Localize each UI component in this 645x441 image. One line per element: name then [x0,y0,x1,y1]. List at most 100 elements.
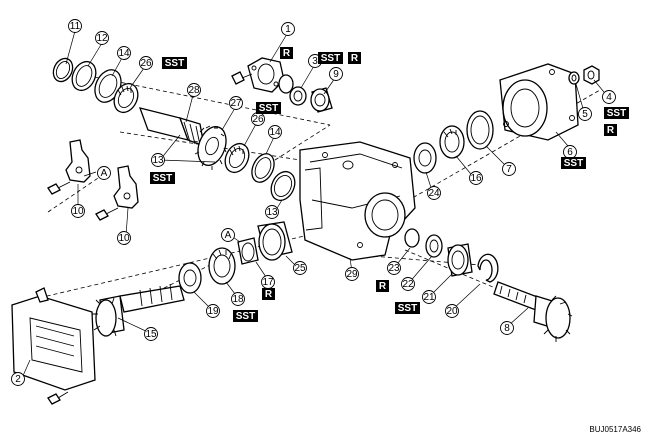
ref-mark-a1: A [101,168,108,179]
callout-circle-p9 [329,67,343,81]
callout-circle-p22 [401,277,415,291]
callout-number-p14b: 14 [269,127,281,138]
callout-circle-p10b [117,231,131,245]
callout-number-p25: 25 [294,263,306,274]
part-bearing-26-upper [113,82,139,114]
tag-box-r_17 [262,288,275,300]
part-bearing-race-14-lower [251,153,275,183]
callout-number-p2: 2 [15,374,21,385]
tag-r_4: R [607,125,615,136]
tag-r_1: R [283,48,291,59]
callout-number-p8: 8 [504,323,510,334]
callout-circle-p23 [387,261,401,275]
callout-number-p23: 23 [388,263,400,274]
part-bearing-18 [208,247,236,285]
part-bearing-26-lower [224,142,250,174]
callout-circle-p15 [144,327,158,341]
part-shim-12 [71,60,97,92]
part-bearing-16 [439,125,465,159]
callout-circle-p20 [445,304,459,318]
callout-circle-p14a [117,46,131,60]
callout-circle-p10a [71,204,85,218]
part-snap-ring-11 [52,57,74,83]
callout-number-p18: 18 [232,294,244,305]
tag-box-sst_1 [256,102,281,114]
callout-number-p5: 5 [582,109,588,120]
part-bracket-10-upper [47,139,91,195]
part-washer-19 [178,262,202,294]
tag-box-r_22 [376,280,389,292]
callout-number-p1: 1 [285,24,291,35]
part-housing-29 [299,141,416,261]
callout-circle-p29 [345,267,359,281]
callout-number-p28: 28 [188,85,200,96]
part-bearing-24 [413,142,437,174]
tag-sst_6: SST [564,158,583,169]
tag-box-sst_13 [150,172,175,184]
callout-circle-p26a [139,56,153,70]
callout-circle-p4 [602,90,616,104]
callout-circle-p11 [68,19,82,33]
callout-number-p12: 12 [96,33,108,44]
tag-r_3: R [351,53,359,64]
tag-r_22: R [379,281,387,292]
callout-number-p14a: 14 [118,48,130,59]
callout-number-p11: 11 [70,21,81,32]
part-bolt-1 [231,71,253,85]
callout-number-p24: 24 [428,188,440,199]
callout-number-p9: 9 [333,69,339,80]
ref-mark-a2: A [225,230,232,241]
tag-sst_13: SST [153,173,172,184]
callout-circle-p28 [187,83,201,97]
callout-number-p22: 22 [402,279,414,290]
part-bracket-10-lower [95,165,139,221]
callout-circle-p27 [229,96,243,110]
part-seal-22 [425,234,443,258]
callout-circle-p18 [231,292,245,306]
callout-number-p21: 21 [423,292,435,303]
callout-number-p15: 15 [145,329,157,340]
callout-circle-p12 [95,31,109,45]
callout-number-p13b: 13 [266,207,278,218]
callout-circle-p21 [422,290,436,304]
part-output-shaft-8 [493,281,573,342]
callout-circle-p7 [502,162,516,176]
callout-number-p13a: 13 [152,155,164,166]
part-sleeve-9 [310,87,333,113]
callout-circle-p16 [469,171,483,185]
tag-r_17: R [265,289,273,300]
tag-sst_18: SST [236,311,255,322]
part-race-25 [257,221,293,261]
callout-circle-p13b [265,205,279,219]
callout-number-p26b: 26 [252,114,264,125]
callout-number-p29: 29 [346,269,358,280]
part-cover-6 [499,63,579,141]
tag-sst_1: SST [259,103,278,114]
tag-box-sst_26 [162,57,187,69]
callout-circle-p25 [293,261,307,275]
part-snap-ring-20 [477,253,499,283]
callout-circle-p13a [151,153,165,167]
part-bearing-21 [447,243,473,277]
tag-sst_21: SST [398,303,417,314]
callout-circle-p14b [268,125,282,139]
part-spacer-17 [237,237,259,265]
part-nut-4 [583,65,600,85]
tag-box-sst_21 [395,302,420,314]
callout-number-p19: 19 [207,306,219,317]
part-oil-pan-2 [11,287,96,405]
part-shim-13 [270,170,296,202]
part-oring-1 [278,74,294,94]
callout-number-p16: 16 [470,173,482,184]
tag-sst_3: SST [321,53,340,64]
part-gear-27 [193,125,227,170]
tag-sst_4: SST [607,108,626,119]
part-seal-7 [466,110,494,150]
image-code: BUJ0517A346 [589,425,641,434]
callout-number-p10b: 10 [118,233,130,244]
callout-number-p27: 27 [230,98,242,109]
callout-number-p10a: 10 [72,206,84,217]
